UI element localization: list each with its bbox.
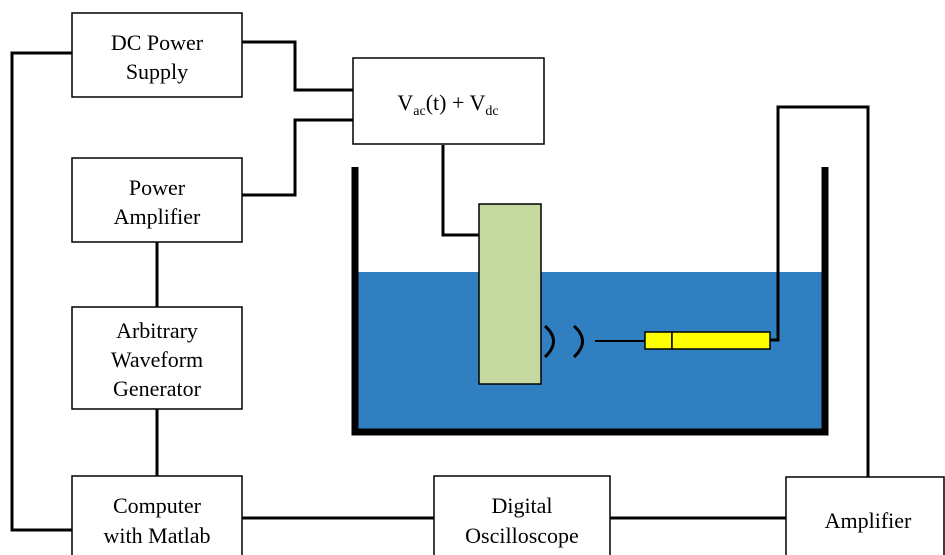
block-label: Computer [113,493,202,518]
block-label: DC Power [111,30,204,55]
block-label: Oscilloscope [465,523,579,548]
block-label: Amplifier [114,204,201,229]
power-amplifier-block: Power Amplifier [71,157,243,243]
hydrophone [644,331,771,350]
dc-power-supply-block: DC Power Supply [71,12,243,98]
amplifier-block: Amplifier [785,476,945,555]
connection-lines [10,40,870,532]
block-label: with Matlab [104,523,211,548]
tank-wall [351,167,829,436]
computer-block: Computer with Matlab [71,475,243,555]
block-label: Arbitrary [116,318,198,343]
water [355,272,825,432]
block-label: Waveform [111,347,203,372]
arbitrary-waveform-generator-block: Arbitrary Waveform Generator [71,306,243,410]
block-label: Amplifier [825,508,912,533]
digital-oscilloscope-block: Digital Oscilloscope [433,475,611,555]
block-label: Digital [491,493,552,518]
block-label: Generator [113,376,202,401]
transducer [478,203,542,385]
block-label: Power [129,175,186,200]
voltage-source-block: Vac(t) + Vdc [352,57,545,145]
block-label: Supply [126,59,188,84]
voltage-label: Vac(t) + Vdc [397,90,498,119]
sound-wave-icon [543,324,584,359]
